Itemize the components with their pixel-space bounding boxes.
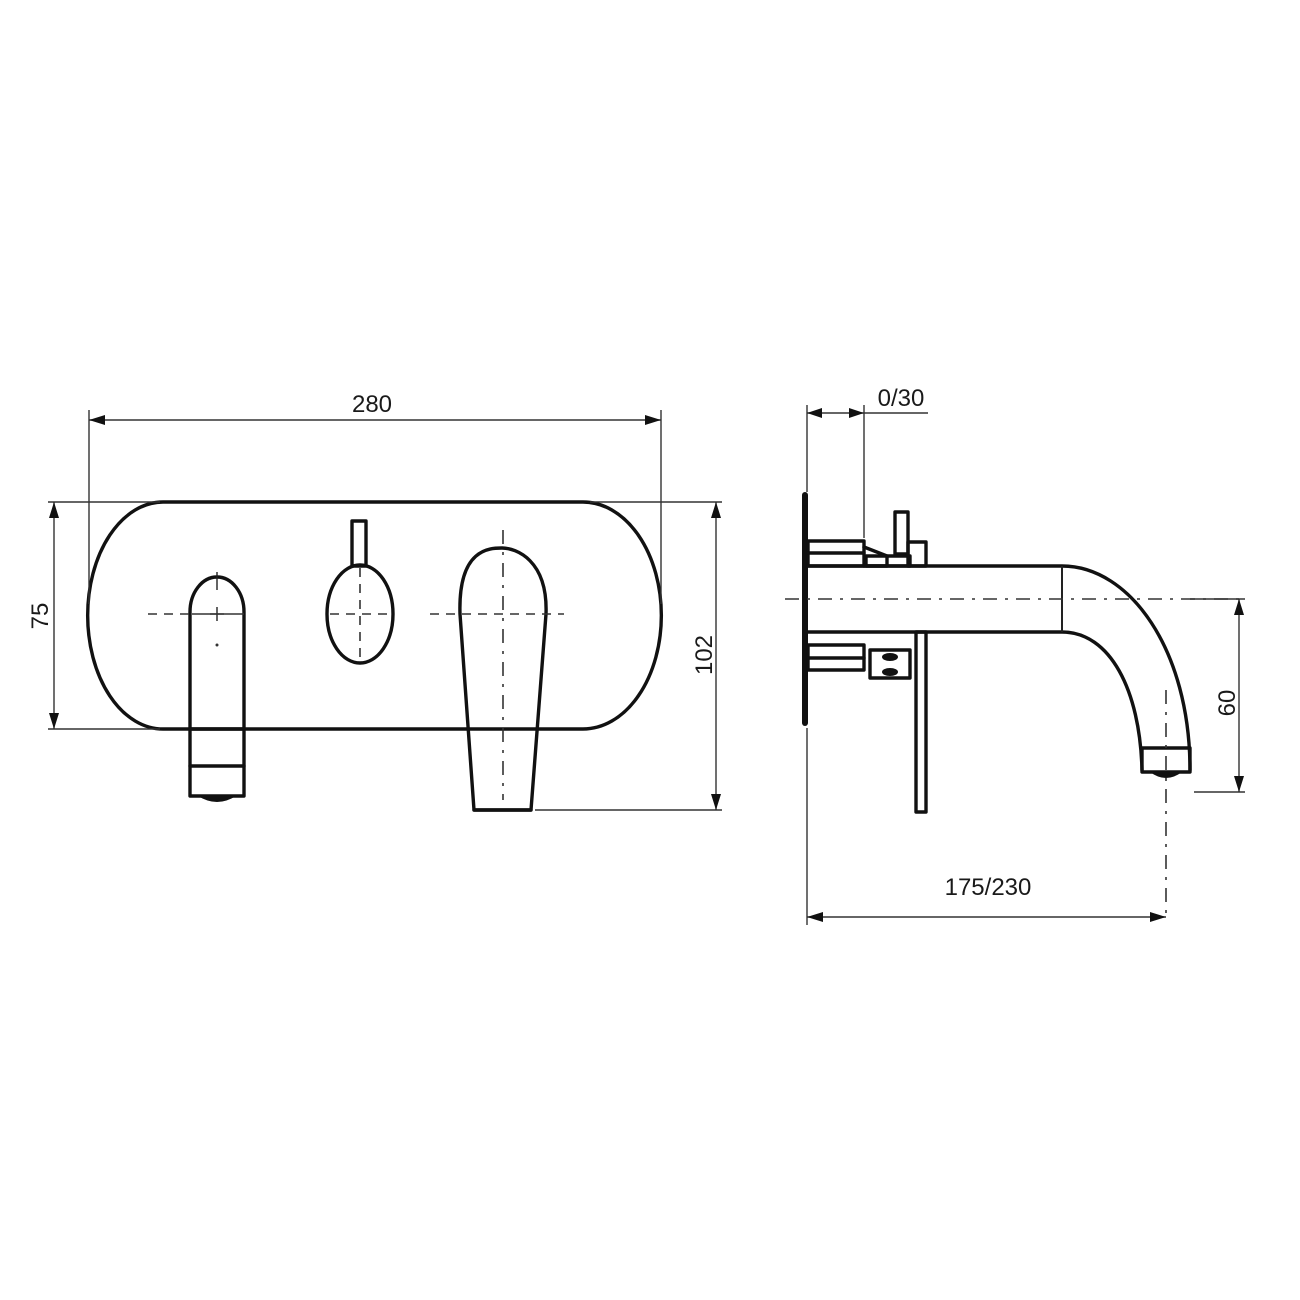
wall-adjust-label: 0/30 (878, 385, 925, 412)
diverter-knob-front (325, 519, 395, 665)
spout-front (148, 572, 246, 802)
dimension-wall-adjust: 0/30 (806, 385, 928, 538)
side-view: 0/30 60 175/230 (785, 385, 1245, 925)
width-label: 280 (352, 391, 392, 418)
backplate-outline (86, 500, 663, 731)
body-upper (806, 510, 928, 568)
spout-drop-label: 60 (1214, 690, 1241, 717)
dimension-plate-height: 75 (27, 501, 160, 730)
overall-height-label: 102 (691, 635, 718, 675)
aerator-icon (1150, 772, 1182, 778)
dimension-overall-height: 102 (535, 501, 722, 811)
aerator-icon (198, 796, 236, 802)
spout-arm-side (806, 564, 1192, 918)
projection-label: 175/230 (945, 874, 1032, 901)
dimension-spout-drop: 60 (1190, 598, 1245, 793)
body-lower (806, 630, 928, 814)
dimension-width: 280 (88, 391, 662, 604)
front-view: 280 75 102 (27, 391, 722, 812)
dimension-projection: 175/230 (806, 728, 1166, 925)
plate-height-label: 75 (27, 603, 54, 630)
lever-handle-front (430, 530, 564, 812)
